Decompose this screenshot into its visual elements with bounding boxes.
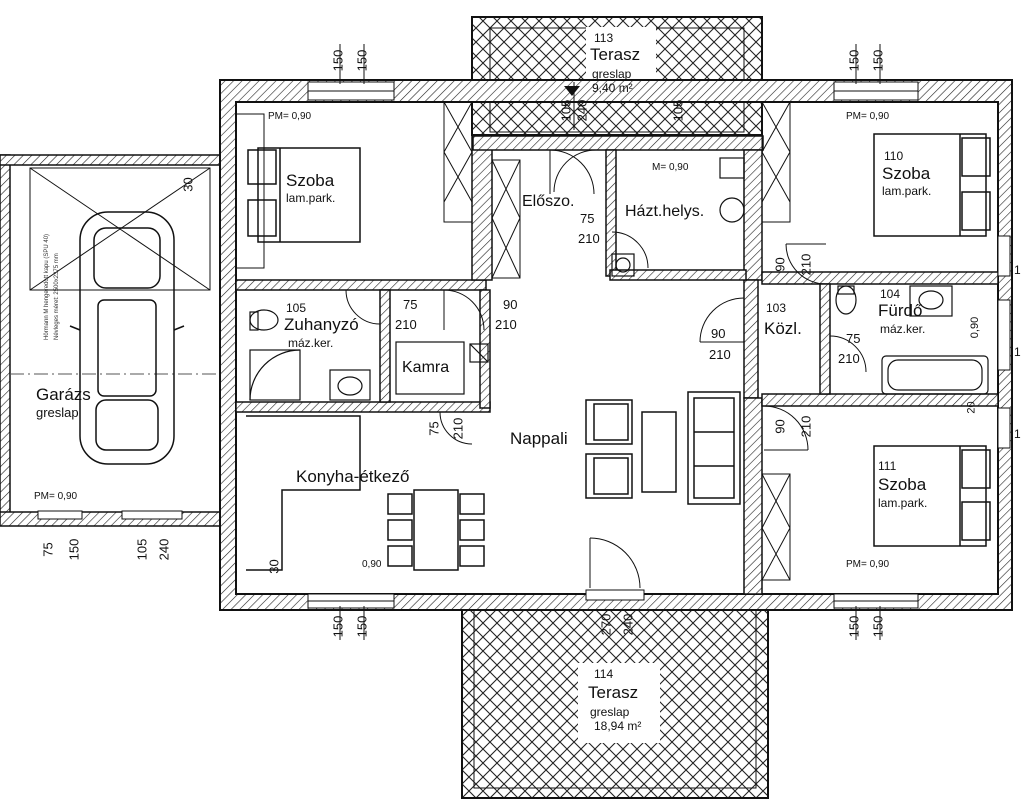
room-furdo-number: 104 (880, 287, 901, 301)
dim-furdo-210: 210 (838, 351, 860, 366)
room-furdo-floor: máz.ker. (880, 322, 926, 336)
dim-garage-150: 150 (66, 538, 82, 561)
room-zuhanyzo-floor: máz.ker. (288, 336, 334, 350)
dim-nw-150a: 150 (330, 49, 346, 72)
living-furniture (585, 391, 741, 505)
dim-se-150b: 150 (870, 615, 886, 638)
dim-nappali-90: 90 (503, 297, 518, 312)
dim-se-150a: 150 (846, 615, 862, 638)
north-entrance-arrow (564, 86, 580, 96)
parapet-sw: 0,90 (362, 559, 382, 570)
terrace-113-name: Terasz (590, 45, 641, 64)
room-kamra-name: Kamra (402, 359, 450, 376)
room-konyha-name: Konyha-étkező (296, 467, 410, 486)
room-szoba-110-floor: lam.park. (882, 184, 932, 198)
room-zuhanyzo-number: 105 (286, 301, 307, 315)
dim-garage-240: 240 (156, 538, 172, 561)
garage-door-note-2: Névleges méret: 2500x2375 mm (54, 253, 60, 340)
dim-szoba111-210: 210 (798, 415, 814, 438)
room-garazs-floor: greslap (36, 405, 79, 420)
dim-zuhanyzo-210: 210 (395, 317, 417, 332)
dim-garage-30: 30 (180, 177, 196, 192)
dim-sw-150b: 150 (354, 615, 370, 638)
terrace-114-floor: greslap (590, 705, 630, 719)
interior-walls (235, 135, 999, 595)
dim-east-20: 20 (965, 401, 978, 414)
dim-kozl-90: 90 (711, 326, 726, 341)
dim-terrace-n-105: 105 (558, 99, 574, 122)
dim-east-1a: 1 (1014, 263, 1021, 277)
dim-nw-150b: 150 (354, 49, 370, 72)
room-szoba-110-name: Szoba (882, 164, 931, 183)
parapet-ne: PM= 0,90 (846, 111, 890, 122)
bed-nw (247, 147, 361, 243)
room-kozl-number: 103 (766, 301, 787, 315)
room-garazs-name: Garázs (36, 385, 91, 404)
dim-terrace-s-270: 270 (598, 613, 614, 636)
wardrobes (235, 101, 791, 581)
room-nappali-name: Nappali (510, 429, 568, 448)
windows (307, 81, 1011, 609)
room-kozl-name: Közl. (764, 319, 802, 338)
terrace-114-number: 114 (594, 667, 614, 681)
dim-zuhanyzo-75: 75 (403, 297, 418, 312)
dim-terrace-s-240: 240 (620, 613, 636, 636)
dim-szoba110-90: 90 (772, 257, 788, 272)
dim-eloszo-75: 75 (580, 211, 595, 226)
room-szoba-nw-floor: lam.park. (286, 191, 336, 205)
room-szoba-nw-name: Szoba (286, 171, 335, 190)
room-furdo-name: Fürdő (878, 301, 923, 320)
dim-garage-75: 75 (40, 542, 56, 557)
dim-east-1c: 1 (1014, 427, 1021, 441)
dim-kozl-210: 210 (709, 347, 731, 362)
terrace-113-area: 9,40 m² (592, 81, 633, 95)
terrace-114-name: Terasz (588, 683, 639, 702)
dim-east-1b: 1 (1014, 345, 1021, 359)
room-szoba-111-floor: lam.park. (878, 496, 928, 510)
garage-walls (0, 154, 233, 527)
parapet-east: 0,90 (969, 316, 982, 339)
dim-terrace-n-240: 240 (574, 99, 590, 122)
parapet-garage: PM= 0,90 (34, 491, 78, 502)
terrace-113-number: 113 (594, 31, 614, 45)
dim-ne-150a: 150 (846, 49, 862, 72)
kitchen-furniture (246, 415, 485, 571)
room-zuhanyzo-name: Zuhanyzó (284, 315, 359, 334)
parapet-nw: PM= 0,90 (268, 111, 312, 122)
parapet-se: PM= 0,90 (846, 559, 890, 570)
dim-kitchen-30: 30 (266, 559, 282, 574)
bathroom-fixtures (249, 157, 989, 401)
dimension-leaders (339, 44, 881, 640)
room-szoba-111-name: Szoba (878, 475, 927, 494)
bed-111 (873, 445, 991, 547)
room-szoba-110-number: 110 (884, 149, 904, 163)
dim-szoba110-210: 210 (798, 253, 814, 276)
dim-terrace-n-105b: 105 (670, 99, 686, 122)
exterior-walls (219, 79, 1013, 611)
terrace-114-area: 18,94 m² (594, 719, 642, 733)
room-szoba-111-number: 111 (878, 459, 897, 473)
bed-110 (873, 133, 991, 237)
dim-kamra-210: 210 (450, 417, 466, 440)
dim-ne-150b: 150 (870, 49, 886, 72)
dim-sw-150a: 150 (330, 615, 346, 638)
room-eloszo-name: Előszo. (522, 193, 575, 210)
room-haztartasi-name: Házt.helys. (625, 203, 705, 220)
parapet-hazt: M= 0,90 (652, 162, 689, 173)
terrace-113-floor: greslap (592, 67, 632, 81)
dim-furdo-75: 75 (846, 331, 861, 346)
kamra-vent (395, 341, 489, 395)
dim-szoba111-90: 90 (772, 419, 788, 434)
dim-nappali-210: 210 (495, 317, 517, 332)
car-outline (69, 211, 185, 465)
dim-kamra-75: 75 (426, 421, 442, 436)
door-swings (345, 149, 867, 589)
dim-eloszo-210: 210 (578, 231, 600, 246)
dim-garage-105: 105 (134, 538, 150, 561)
garage-door-note-1: Hörmann M hengeredott kapu (SPU 40) (44, 233, 50, 340)
